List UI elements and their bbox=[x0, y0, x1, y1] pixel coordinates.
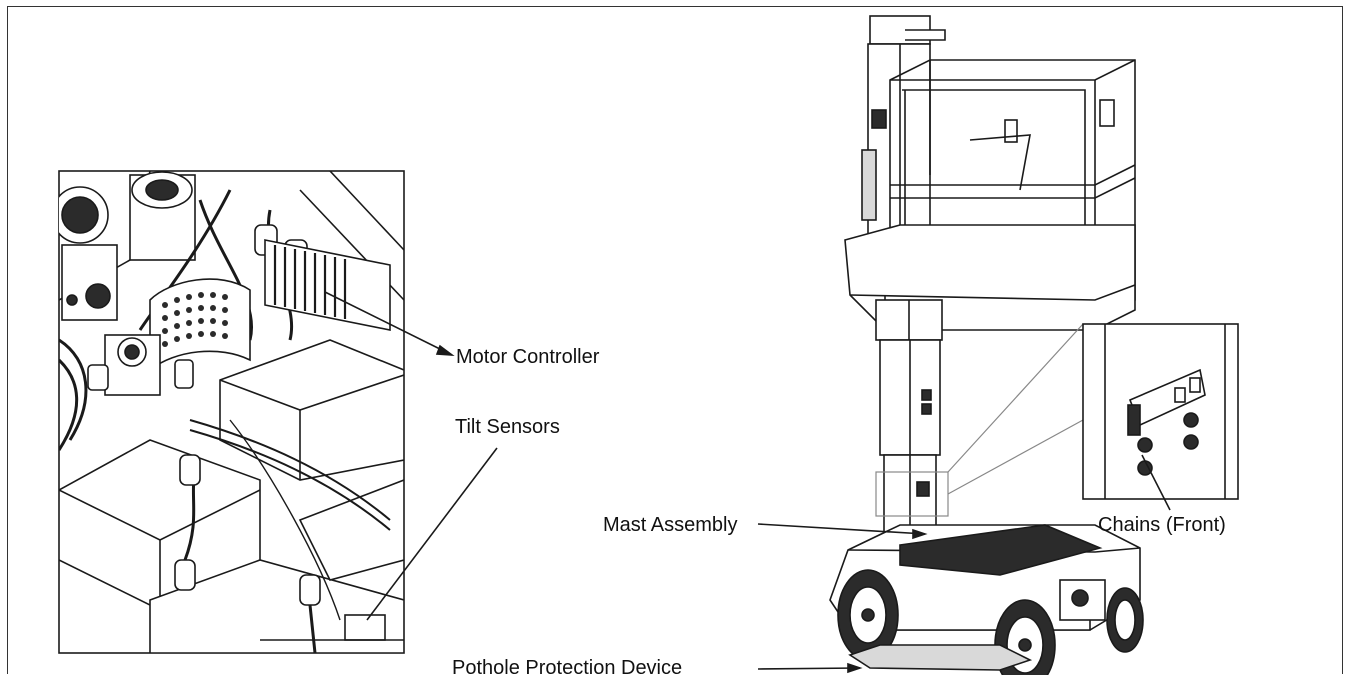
motor-controller-heatsink bbox=[264, 239, 391, 331]
battery-boxes bbox=[59, 339, 404, 653]
engine-bay-inset bbox=[58, 170, 405, 654]
pothole-protection-label: Pothole Protection Device bbox=[452, 657, 683, 679]
motor-controller-label: Motor Controller bbox=[456, 346, 600, 368]
mast-assembly-label: Mast Assembly bbox=[603, 514, 738, 536]
perforated-drum bbox=[149, 278, 251, 372]
figure-frame bbox=[7, 6, 1343, 674]
chains-inset bbox=[947, 323, 1239, 500]
tilt-sensors-label: Tilt Sensors bbox=[455, 416, 560, 438]
lift-machine bbox=[829, 15, 1144, 675]
chains-front-label: Chains (Front) bbox=[1098, 514, 1226, 536]
leader-lines bbox=[324, 291, 1171, 674]
